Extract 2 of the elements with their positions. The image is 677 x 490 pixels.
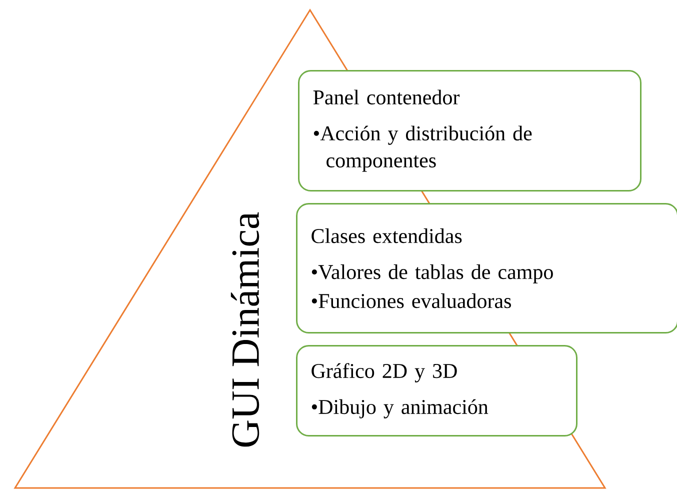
text-box: Clases extendidas •Valores de tablas de campo •Funciones evaluadoras bbox=[296, 203, 677, 334]
text-box: Panel contenedor •Acción y distribución de componentes bbox=[298, 70, 642, 192]
